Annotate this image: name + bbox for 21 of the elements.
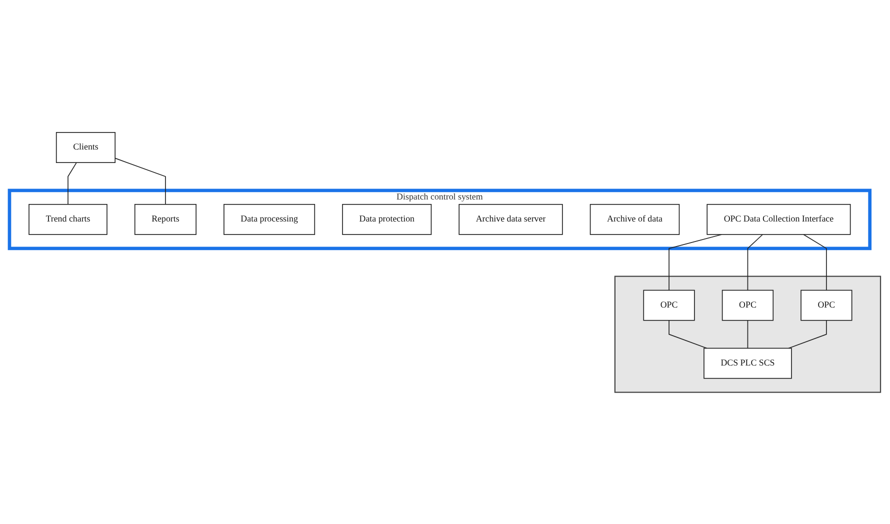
connector bbox=[114, 157, 166, 204]
node-box: Data processing bbox=[224, 204, 316, 235]
node-box: DCS PLC SCS bbox=[704, 347, 792, 378]
connector bbox=[788, 320, 827, 348]
node-box: OPC bbox=[800, 289, 852, 320]
node-box: Clients bbox=[56, 132, 116, 163]
node-box: OPC bbox=[643, 289, 695, 320]
connector bbox=[803, 234, 827, 290]
node-box: Archive of data bbox=[590, 204, 680, 235]
node-box: Reports bbox=[134, 204, 196, 235]
connector bbox=[68, 162, 77, 204]
node-box: OPC Data Collection Interface bbox=[706, 204, 851, 235]
node-box: Trend charts bbox=[28, 204, 108, 235]
connector bbox=[747, 320, 748, 348]
cluster bbox=[614, 275, 882, 392]
connector bbox=[747, 234, 764, 290]
connector bbox=[668, 320, 708, 348]
node-box: Data protection bbox=[342, 204, 432, 235]
node-box: OPC bbox=[722, 289, 774, 320]
connector bbox=[668, 234, 722, 290]
node-box: Archive data server bbox=[458, 204, 563, 235]
